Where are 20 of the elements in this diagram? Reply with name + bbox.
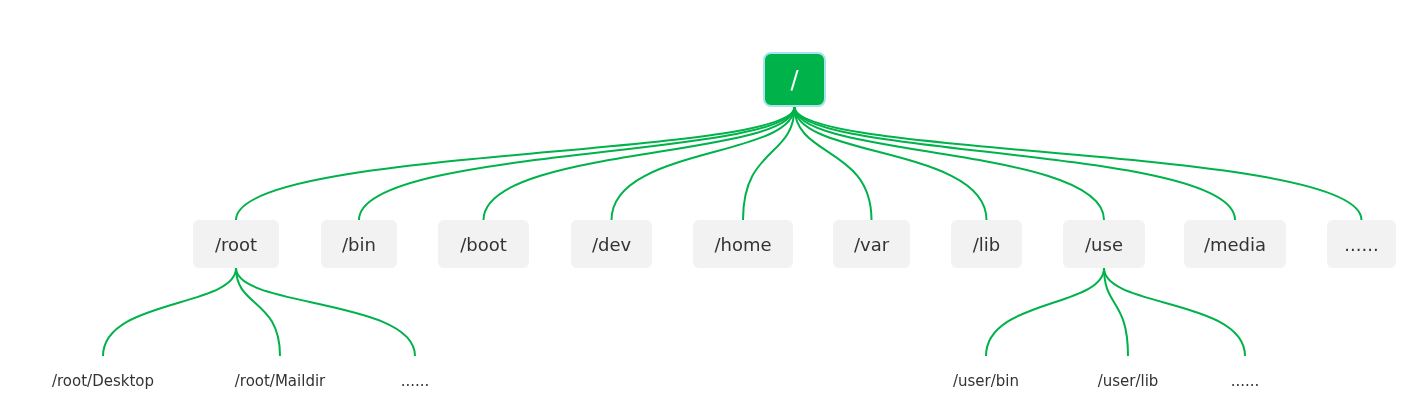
directory-label: /root/Desktop bbox=[38, 356, 168, 406]
directory-box: /home bbox=[693, 220, 793, 268]
connector-line bbox=[793, 106, 1363, 221]
directory-box: /lib bbox=[951, 220, 1022, 268]
directory-label: /user/lib bbox=[1075, 356, 1181, 406]
directory-box: ...... bbox=[1327, 220, 1396, 268]
directory-box: /root bbox=[193, 220, 279, 268]
directory-label: /user/bin bbox=[930, 356, 1042, 406]
directory-box: /var bbox=[833, 220, 910, 268]
directory-label: ...... bbox=[385, 356, 445, 406]
directory-label: /root/Maildir bbox=[216, 356, 344, 406]
directory-box: /use bbox=[1063, 220, 1145, 268]
directory-box: /boot bbox=[438, 220, 529, 268]
directory-label: ...... bbox=[1215, 356, 1275, 406]
connector-line bbox=[235, 267, 416, 357]
directory-box: /bin bbox=[321, 220, 397, 268]
directory-box: /dev bbox=[571, 220, 652, 268]
root-node-box: / bbox=[763, 52, 826, 107]
directory-box: /media bbox=[1184, 220, 1286, 268]
connector-line bbox=[1103, 267, 1246, 357]
